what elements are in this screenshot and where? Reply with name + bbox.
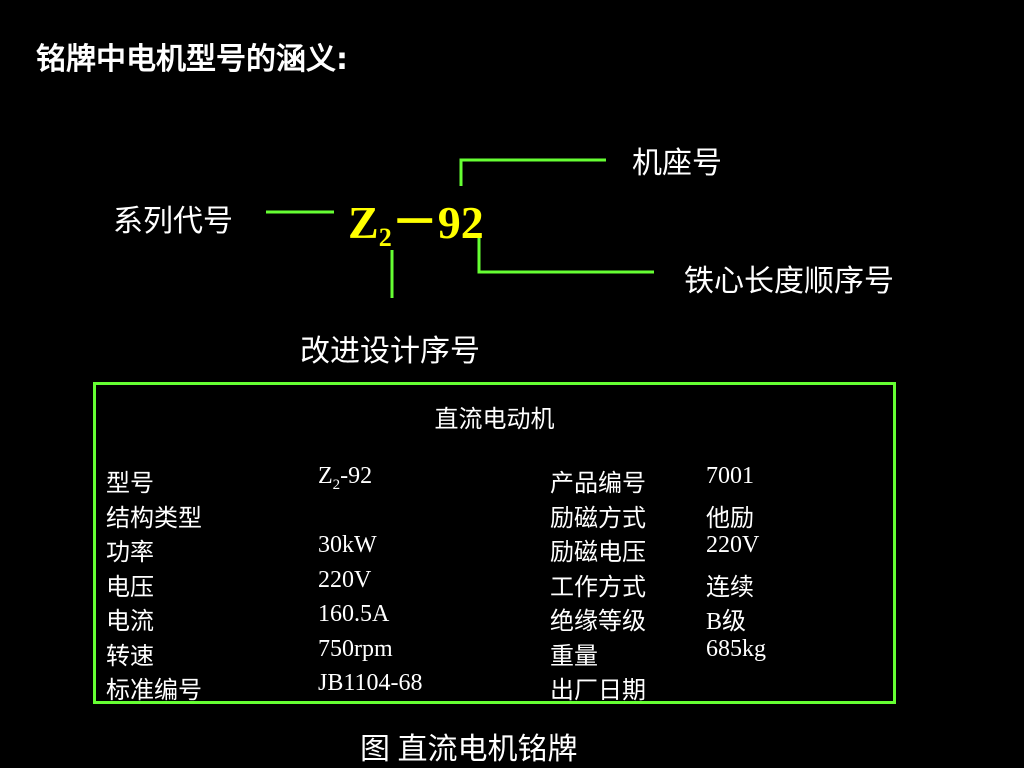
left-key: 结构类型 <box>106 505 202 532</box>
left-key: 型号 <box>106 471 154 497</box>
right-key: 工作方式 <box>550 574 646 601</box>
left-value: Z2-92 <box>318 463 372 494</box>
left-value: 750rpm <box>318 636 393 667</box>
left-value: JB1104-68 <box>318 670 422 701</box>
right-value: 他励 <box>706 505 754 532</box>
seat-connector <box>459 158 606 186</box>
left-key: 电流 <box>106 609 154 635</box>
core-length-connector <box>477 238 654 274</box>
nameplate-title: 直流电动机 <box>434 407 555 433</box>
right-value: 220V <box>706 532 760 558</box>
right-key: 绝缘等级 <box>550 609 646 635</box>
left-key: 转速 <box>106 643 154 670</box>
left-value: 160.5A <box>318 601 389 632</box>
right-value: B级 <box>706 609 747 635</box>
right-value: 连续 <box>706 574 754 601</box>
improvement-label: 改进设计序号 <box>300 334 480 369</box>
left-key: 功率 <box>106 540 154 566</box>
left-value-main: 750rpm <box>318 635 393 662</box>
nameplate: 直流电动机 型号 Z2-92 结构类型功率 30kW 电压 220V 电流 160.5A 转速 7… <box>93 382 896 704</box>
right-value: 7001 <box>706 463 754 489</box>
left-key: 标准编号 <box>106 678 202 704</box>
model-subscript: 2 <box>378 223 392 252</box>
model-letter: Z <box>348 197 379 248</box>
model-code: Z2－92 <box>348 186 484 253</box>
right-value: 685kg <box>706 635 766 662</box>
page-title: 铭牌中电机型号的涵义: <box>36 42 348 77</box>
left-value: 30kW <box>318 532 377 563</box>
left-value-main: 220V <box>318 566 372 593</box>
left-value-main: 160.5A <box>318 601 390 627</box>
right-key: 励磁方式 <box>550 505 646 532</box>
model-suffix: －92 <box>391 197 484 248</box>
core-length-label: 铁心长度顺序号 <box>684 264 894 299</box>
left-value-tail: -92 <box>340 463 373 489</box>
left-value-main: 30kW <box>318 532 377 558</box>
left-value-sub: 2 <box>332 476 341 493</box>
right-key: 产品编号 <box>550 471 646 497</box>
left-value: 220V <box>318 567 371 598</box>
left-value-main: Z <box>318 463 333 489</box>
right-key: 出厂日期 <box>550 678 646 704</box>
right-key: 励磁电压 <box>550 540 646 566</box>
left-key: 电压 <box>106 574 154 601</box>
left-value-main: JB1104-68 <box>318 670 423 696</box>
figure-caption: 图 直流电机铭牌 <box>360 733 578 766</box>
series-code-label: 系列代号 <box>113 204 233 239</box>
right-key: 重量 <box>550 643 598 670</box>
seat-number-label: 机座号 <box>632 146 722 181</box>
